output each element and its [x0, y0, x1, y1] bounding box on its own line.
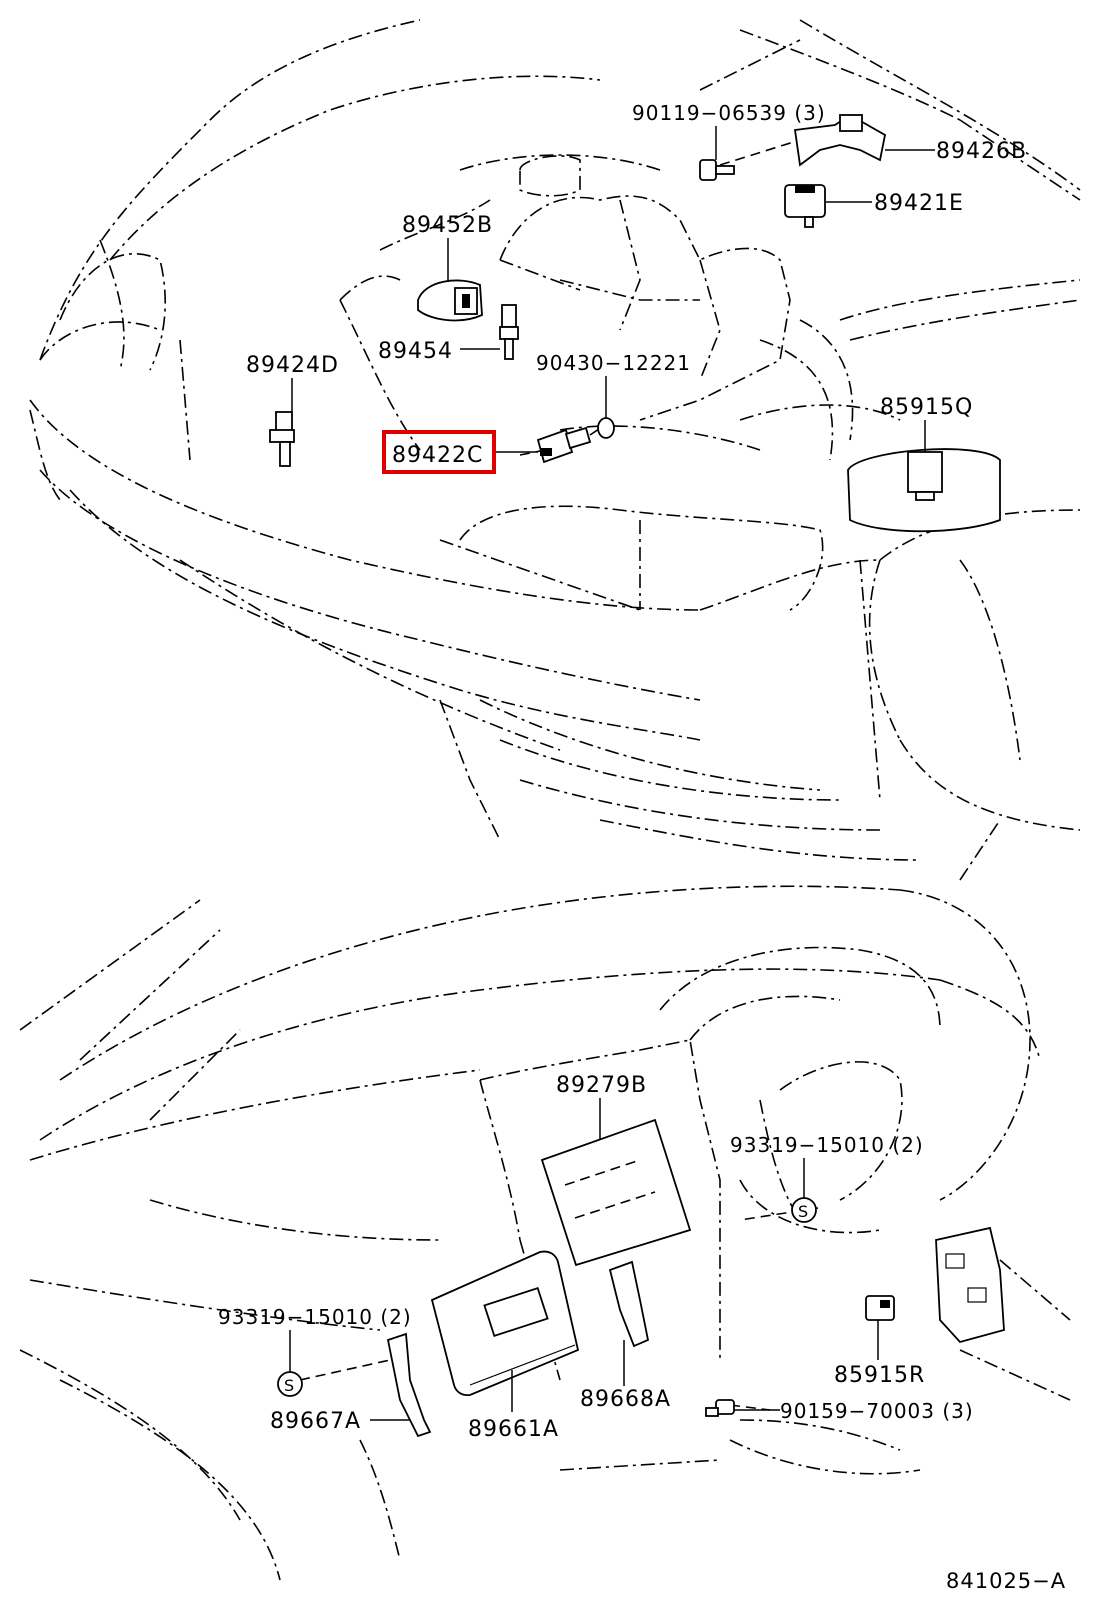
lower-leader-lines	[289, 1098, 879, 1421]
s-symbol-left: S	[284, 1376, 295, 1395]
relay-85915r-icon	[865, 1295, 895, 1321]
label-89667a: 89667A	[270, 1409, 361, 1434]
label-93319-left: 93319−15010 (2)	[218, 1305, 412, 1329]
label-89452b: 89452B	[402, 213, 493, 238]
label-85915r: 85915R	[834, 1363, 925, 1388]
relay-box-85915q-icon	[847, 448, 1001, 533]
diagram-reference: 841025−A	[946, 1569, 1066, 1593]
label-89668a: 89668A	[580, 1387, 671, 1412]
screw-90159-icon	[705, 1399, 735, 1417]
bracket-89426b-icon	[793, 113, 887, 167]
label-89422c[interactable]: 89422C	[392, 443, 483, 468]
s-symbol-right: S	[798, 1202, 809, 1221]
sensor-89424d-icon	[269, 411, 295, 467]
bracket-89667a-icon	[386, 1332, 432, 1438]
label-89279b: 89279B	[556, 1073, 647, 1098]
bolt-90119-icon	[699, 159, 735, 181]
upper-leader-lines	[291, 126, 935, 453]
label-89421e: 89421E	[874, 191, 964, 216]
sensor-89422c-icon	[536, 426, 592, 464]
sensor-89454-icon	[499, 304, 519, 360]
label-90430: 90430−12221	[536, 351, 691, 375]
label-89426b: 89426B	[936, 139, 1027, 164]
label-90119: 90119−06539 (3)	[632, 101, 826, 125]
engine-bay-outline	[29, 19, 1081, 861]
junction-block-icon	[935, 1226, 1005, 1344]
label-85915q: 85915Q	[880, 395, 973, 420]
label-89661a: 89661A	[468, 1417, 559, 1442]
highlight-box-89422c	[382, 430, 496, 474]
sensor-89452b-icon	[417, 279, 483, 322]
panel-89279b-icon	[540, 1118, 692, 1267]
label-93319-right: 93319−15010 (2)	[730, 1133, 924, 1157]
computer-89661a-icon	[430, 1250, 580, 1397]
bracket-89668a-icon	[608, 1260, 650, 1348]
label-89424d: 89424D	[246, 353, 339, 378]
relay-89421e-icon	[784, 184, 826, 228]
label-89454: 89454	[378, 339, 453, 364]
label-90159: 90159−70003 (3)	[780, 1399, 974, 1423]
dashboard-outline	[19, 819, 1071, 1581]
gasket-90430-icon	[597, 417, 615, 439]
